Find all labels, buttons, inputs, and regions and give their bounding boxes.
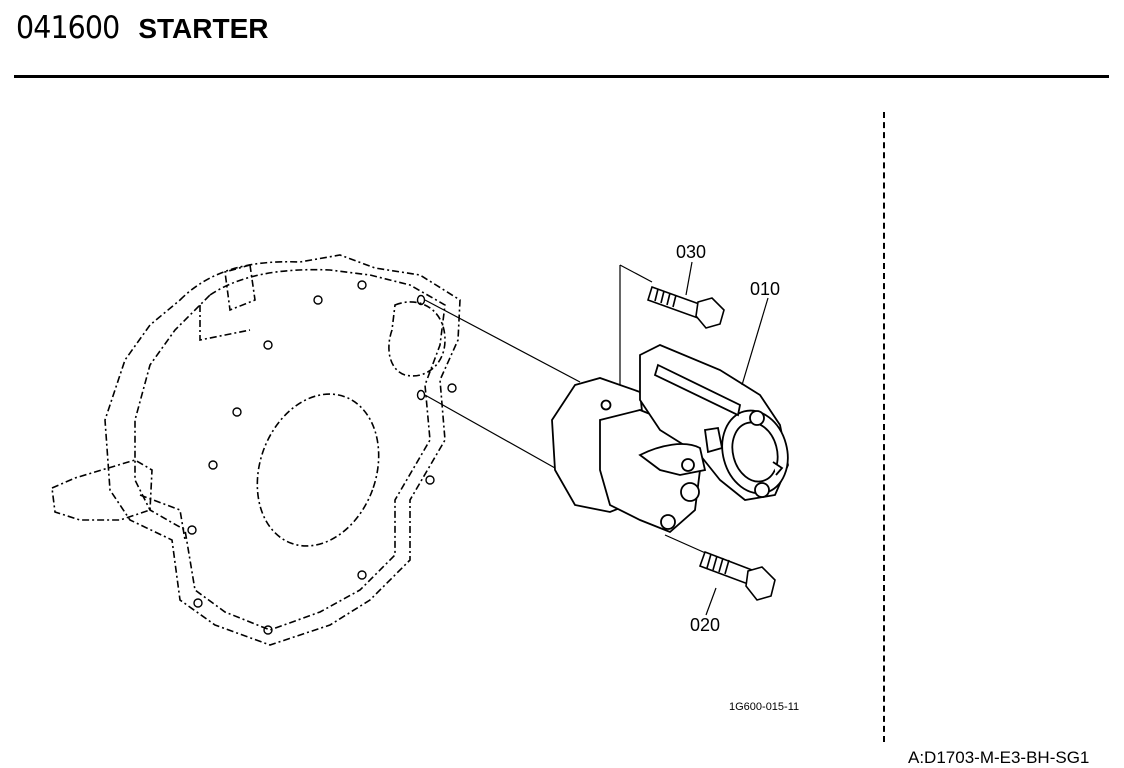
alignment-lines [424,264,711,556]
bolt-030 [647,285,725,329]
header-rule [14,75,1109,78]
section-code: 041600 [16,10,120,46]
figure-reference: 1G600-015-11 [729,701,799,713]
housing-bolt-holes [187,280,457,635]
callout-leaders [685,261,769,616]
footer-code: A:D1703-M-E3-BH-SG1 [908,748,1090,767]
flywheel-housing [51,254,461,646]
dashed-divider [883,112,885,742]
bolt-020 [698,550,776,601]
section-title: STARTER [138,13,269,44]
callout-020: 020 [690,615,720,635]
starter-motor [551,344,789,534]
callout-010: 010 [750,279,780,299]
page-header: 041600 STARTER [16,10,269,50]
callout-030: 030 [676,242,706,262]
